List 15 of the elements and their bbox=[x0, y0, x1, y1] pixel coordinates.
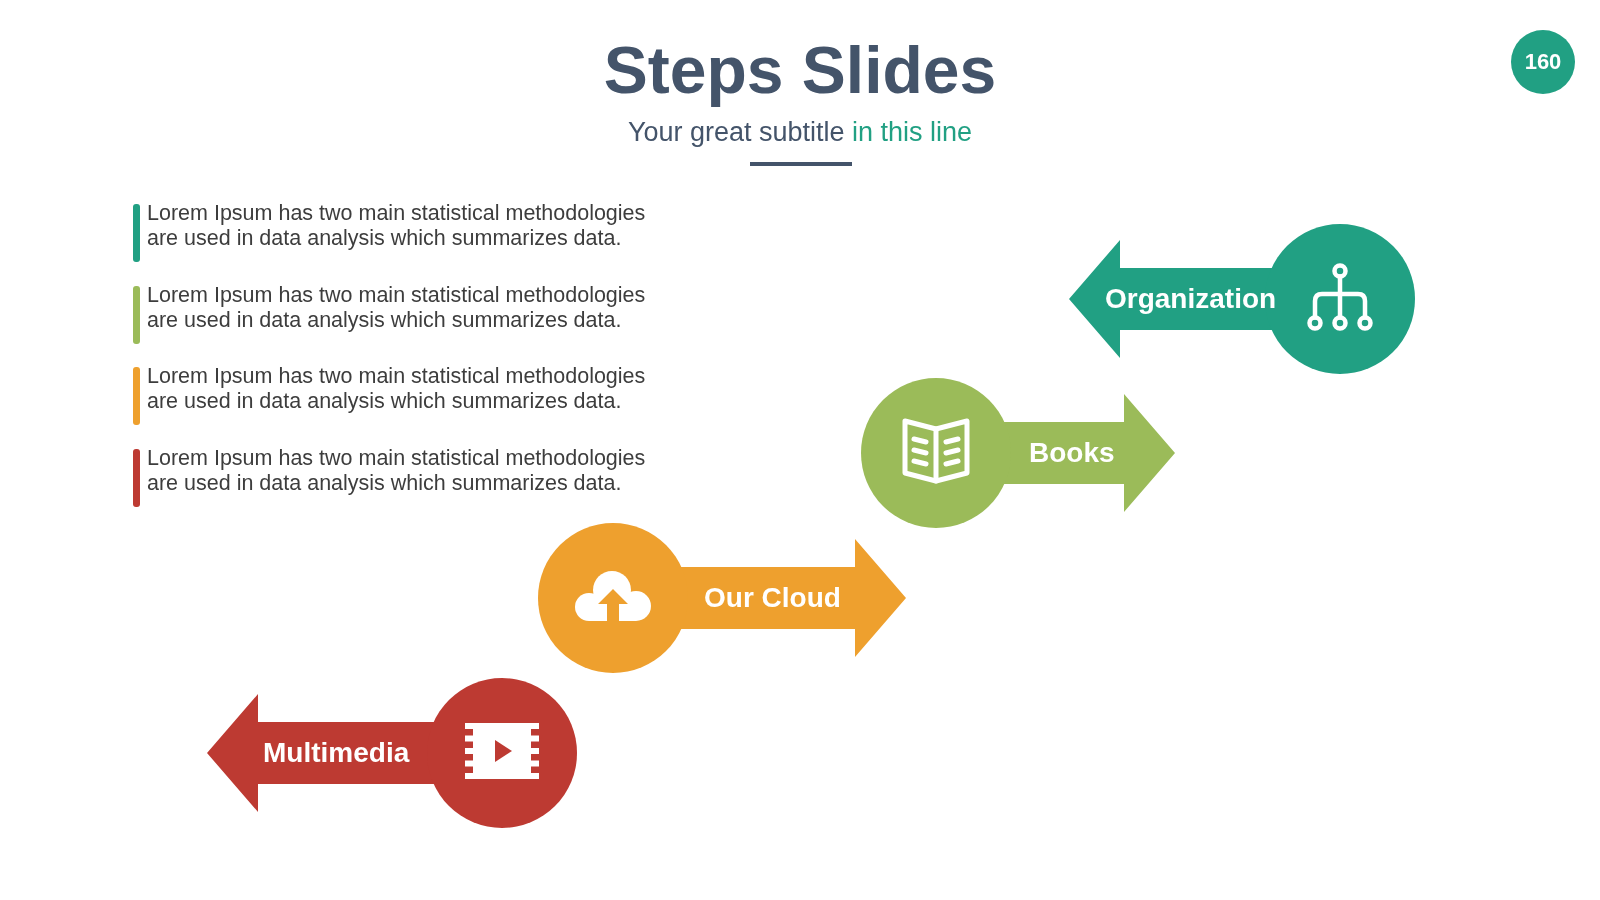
legend-text: Lorem Ipsum has two main statistical methodologies are used in data analysis which summarizes data. bbox=[147, 201, 647, 251]
step-label: Books bbox=[1029, 436, 1115, 470]
page-number-badge: 160 bbox=[1511, 30, 1575, 94]
step-banner bbox=[207, 678, 577, 828]
step-label: Multimedia bbox=[263, 736, 410, 770]
legend-text: Lorem Ipsum has two main statistical methodologies are used in data analysis which summarizes data. bbox=[147, 364, 647, 414]
step-label: Organization bbox=[1105, 282, 1277, 316]
step-banner bbox=[538, 523, 906, 673]
step-label: Our Cloud bbox=[704, 581, 841, 615]
step-banner bbox=[861, 378, 1175, 528]
subtitle: Your great subtitle in this line bbox=[627, 116, 973, 148]
step-banner bbox=[1069, 224, 1415, 374]
legend-text: Lorem Ipsum has two main statistical methodologies are used in data analysis which summarizes data. bbox=[147, 282, 647, 333]
legend-text: Lorem Ipsum has two main statistical methodologies are used in data analysis which summarizes data. bbox=[147, 445, 647, 496]
slide-title: Steps Slides bbox=[603, 32, 997, 108]
